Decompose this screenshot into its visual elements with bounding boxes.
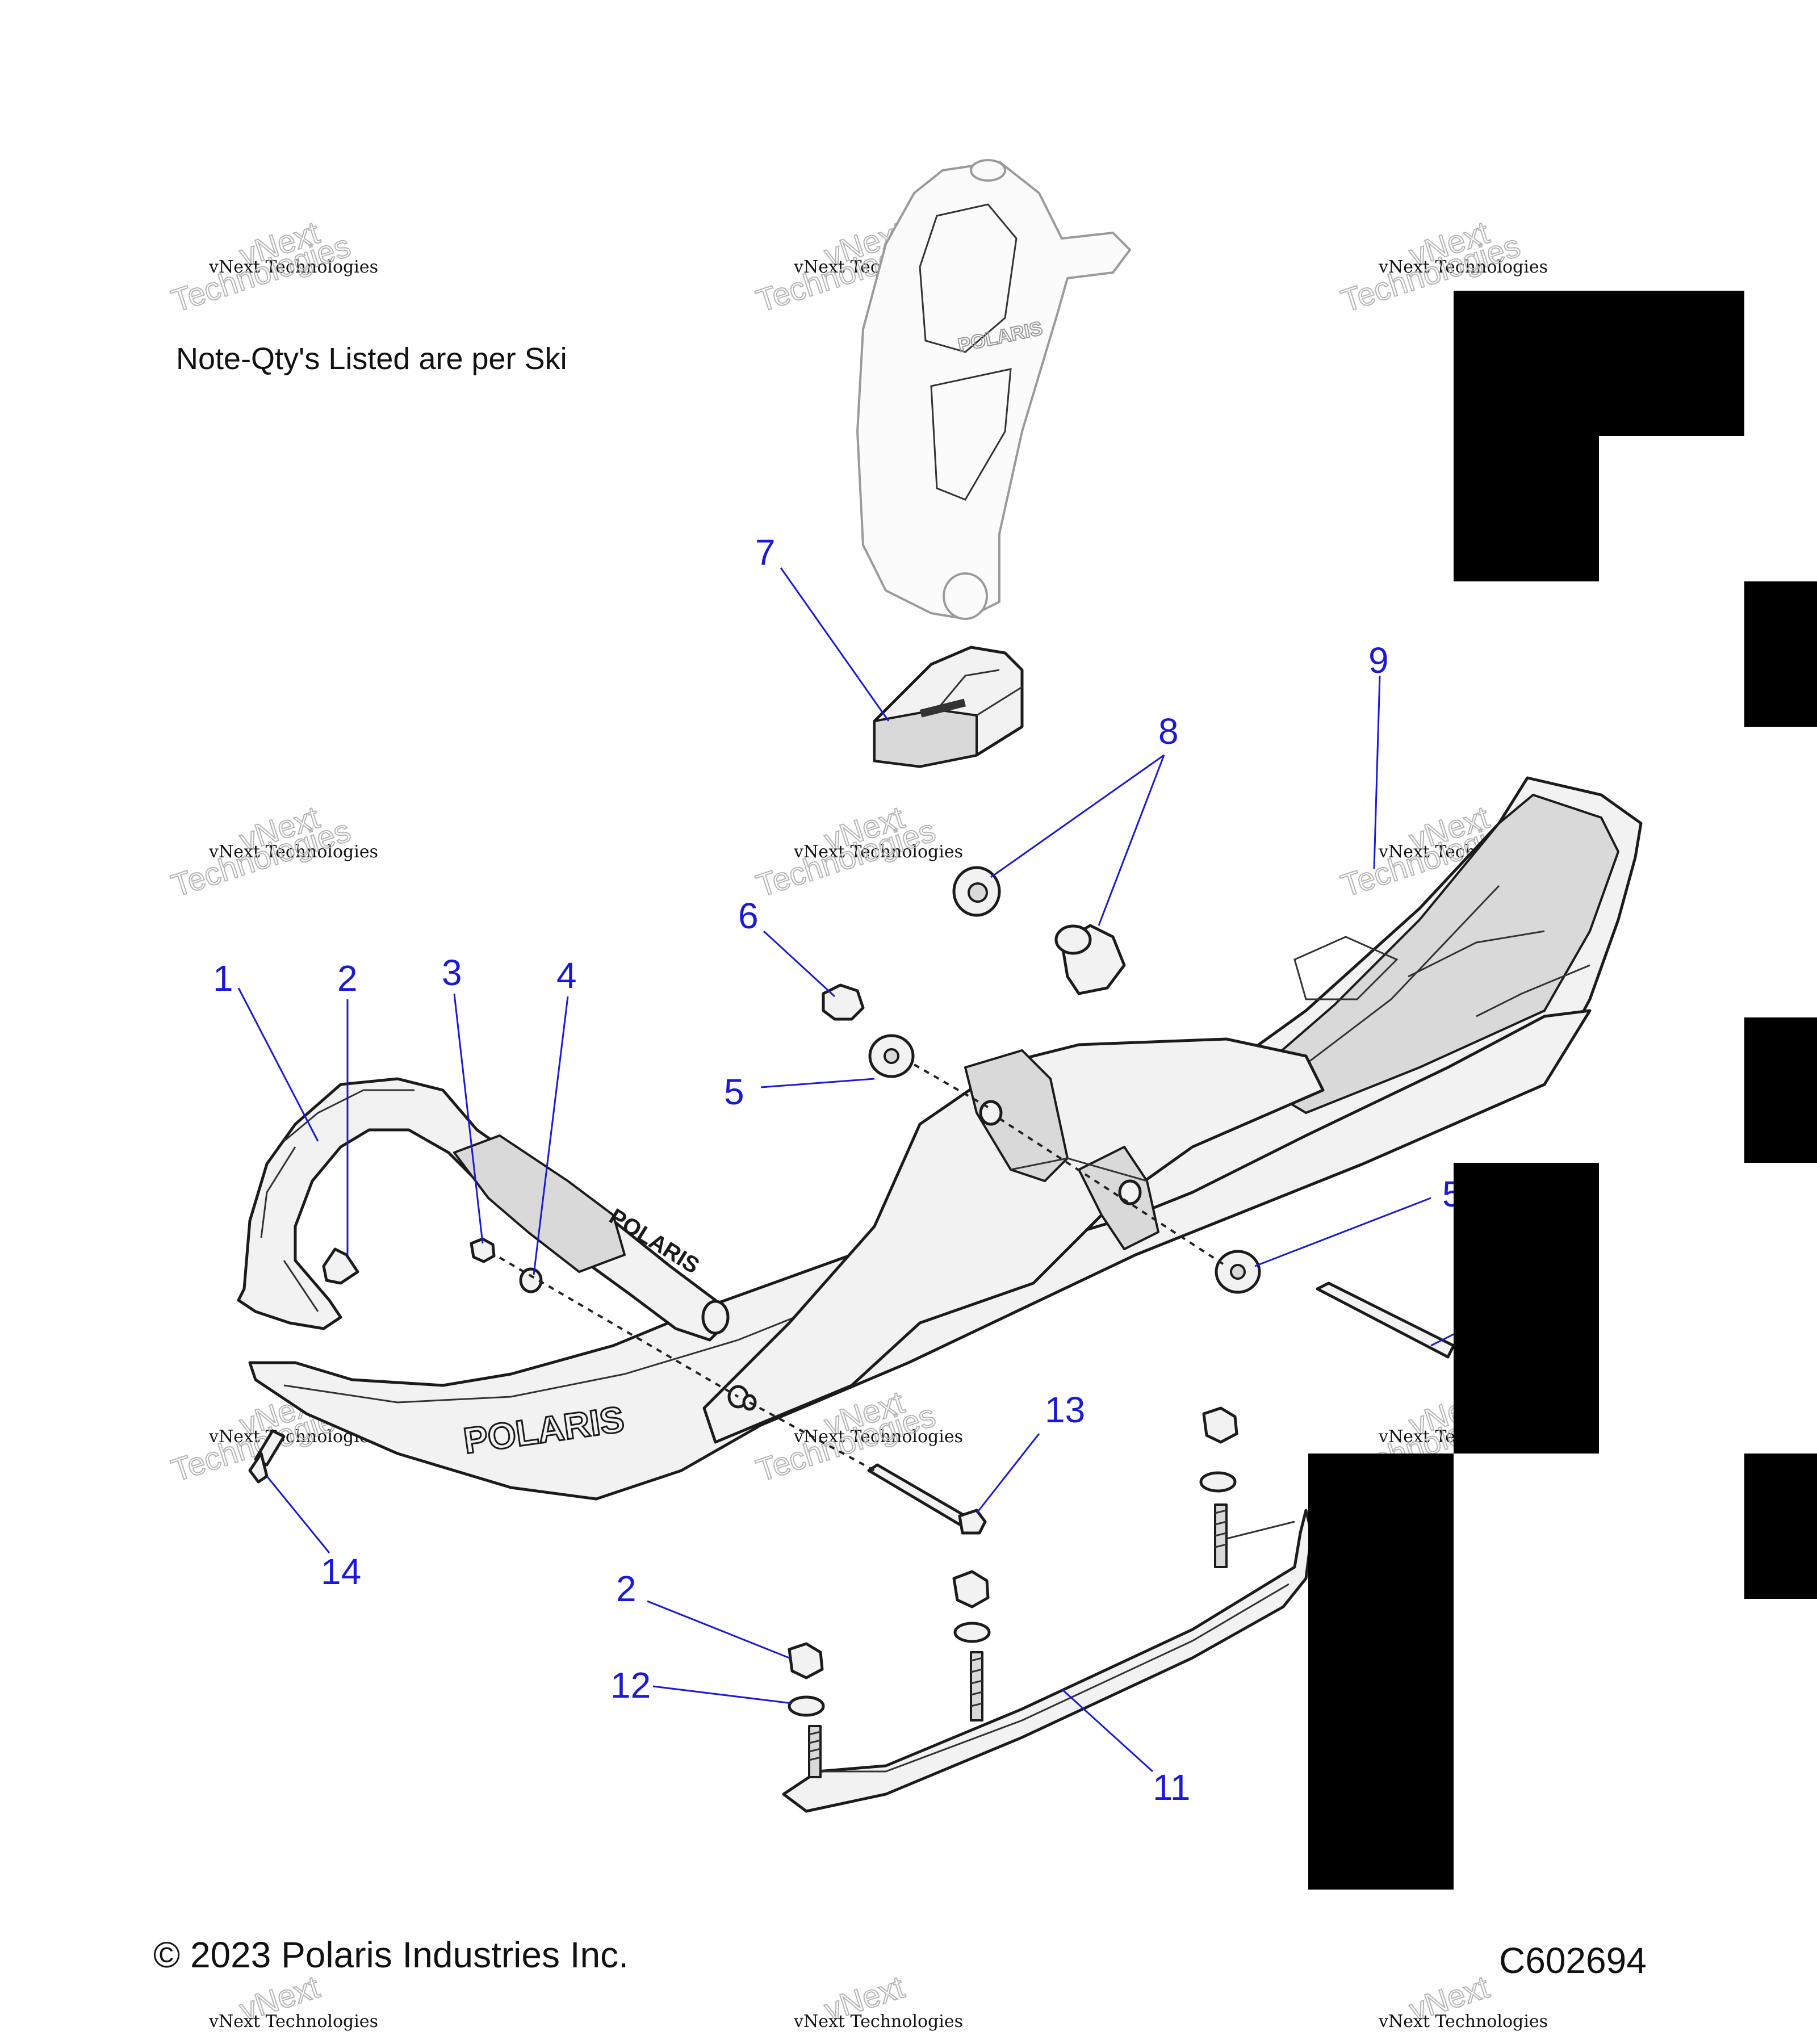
- watermark-text: vNext Technologies: [1378, 2012, 1548, 2032]
- callout-12: 12: [610, 1665, 651, 1706]
- callout-9: 9: [1368, 640, 1389, 681]
- copyright-text: © 2023 Polaris Industries Inc.: [153, 1934, 629, 1975]
- redaction-block: [1744, 1454, 1817, 1599]
- wear-rod: [782, 1503, 1313, 1813]
- callout-11: 11: [1153, 1767, 1190, 1808]
- ski-body: POLARIS: [248, 776, 1643, 1501]
- callout-2: 2: [616, 1568, 637, 1609]
- watermark-text: vNext Technologies: [793, 842, 963, 862]
- watermark-text: vNext Technologies: [208, 257, 378, 277]
- diagram-code: C602694: [1499, 1940, 1647, 1981]
- redaction-block: [1744, 1017, 1817, 1163]
- ski-saddle-block: [873, 646, 1024, 768]
- quantity-note: Note-Qty's Listed are per Ski: [176, 342, 567, 376]
- callout-4: 4: [556, 955, 577, 996]
- watermark-text: vNext Technologies: [793, 1427, 963, 1447]
- watermark: vNext vNext Technologies: [208, 1968, 378, 2032]
- watermark-text: vNext Technologies: [793, 2012, 963, 2032]
- callout-13: 13: [1045, 1389, 1085, 1430]
- redaction-block: [1308, 1454, 1454, 1890]
- watermark: vNext vNext Technologies: [793, 1968, 963, 2032]
- callout-8: 8: [1158, 711, 1179, 752]
- watermark-text: vNext Technologies: [208, 2012, 378, 2032]
- ski-saddle: [702, 1037, 1325, 1444]
- watermark: vNext vNext Technologies: [1378, 1968, 1548, 2032]
- callout-6: 6: [738, 895, 759, 936]
- callout-3: 3: [442, 952, 462, 993]
- redaction-block: [1454, 1163, 1599, 1454]
- callout-1: 1: [213, 958, 233, 999]
- assembly-axes: [499, 1063, 1228, 1472]
- redaction-blocks: [1308, 291, 1817, 1890]
- watermark: vNext vNext Technologies Technologies: [166, 213, 378, 319]
- watermark: vNext vNext Technologies Technologies: [166, 798, 378, 904]
- callout-7: 7: [755, 532, 776, 573]
- ski-handle: POLARIS: [237, 1077, 730, 1342]
- watermark-text: vNext Technologies: [208, 842, 378, 862]
- redaction-block: [1454, 291, 1744, 436]
- callouts: 1 2 3 4 5 5 6 7 8 9 10 11 2 12 13 14: [213, 532, 1585, 1808]
- callout-14: 14: [321, 1551, 361, 1592]
- callout-5: 5: [724, 1071, 744, 1112]
- redaction-block: [1454, 436, 1599, 581]
- watermark: vNext vNext Technologies Technologies: [751, 798, 963, 904]
- hardware: [248, 866, 1455, 1717]
- watermark-text: vNext Technologies: [1378, 257, 1548, 277]
- ski-spindle-reference: POLARIS: [856, 159, 1131, 620]
- redaction-block: [1744, 581, 1817, 727]
- callout-2: 2: [337, 958, 358, 999]
